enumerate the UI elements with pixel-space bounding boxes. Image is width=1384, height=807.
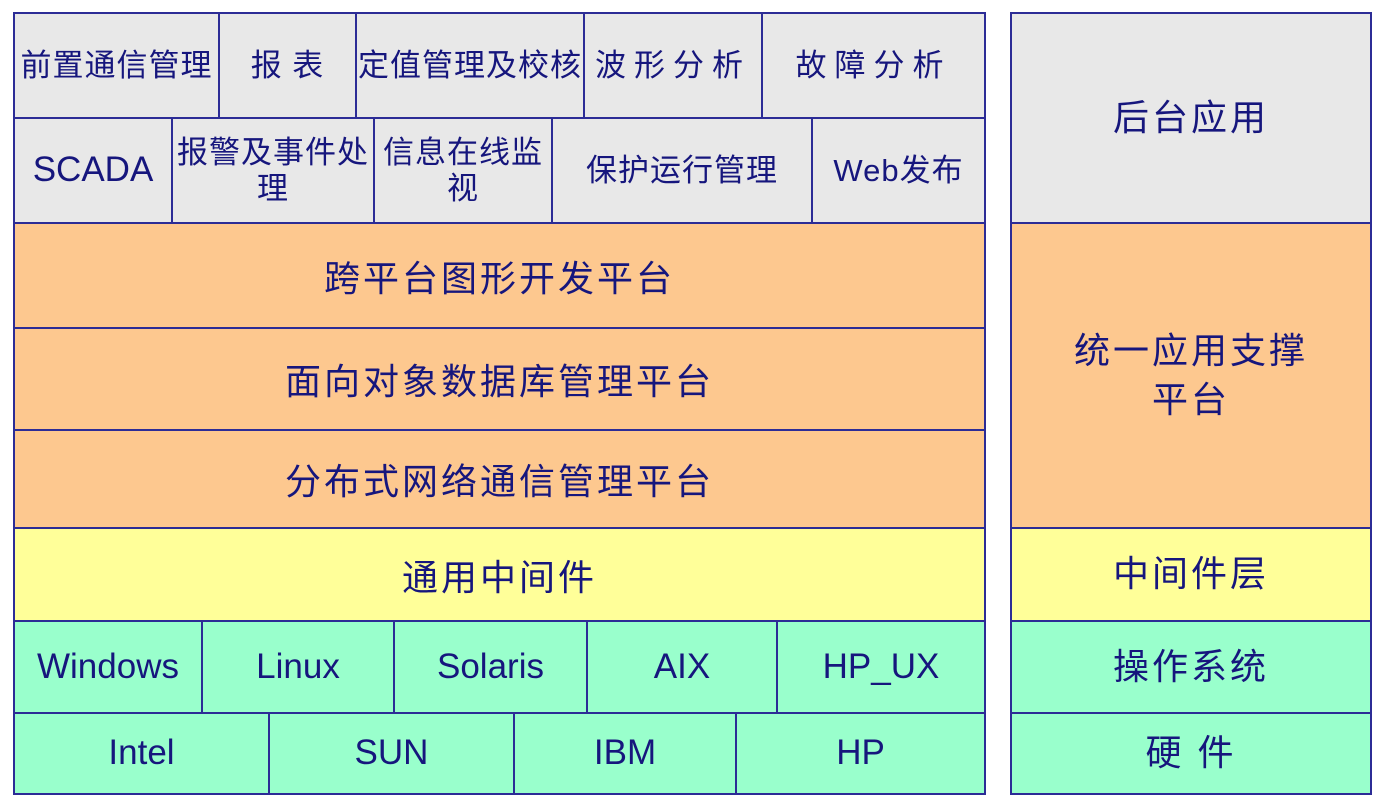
layer-general-middleware: 通用中间件 [15, 529, 984, 622]
cell-setting-mgmt-check: 定值管理及校核 [357, 14, 585, 117]
cell-aix: AIX [588, 622, 778, 712]
cell-online-info-monitoring: 信息在线监视 [375, 119, 553, 222]
os-row: Windows Linux Solaris AIX HP_UX [15, 622, 984, 714]
software-stack-panel: 前置通信管理 报 表 定值管理及校核 波形分析 故障分析 SCADA 报警及事件… [13, 12, 986, 795]
layer-legend-panel: 后台应用 统一应用支撑 平台 中间件层 操作系统 硬 件 [1010, 12, 1372, 795]
cell-front-comm-mgmt: 前置通信管理 [15, 14, 220, 117]
cell-alarm-event-processing: 报警及事件处理 [173, 119, 375, 222]
layer-distributed-network-comm: 分布式网络通信管理平台 [15, 431, 984, 529]
cell-ibm: IBM [515, 714, 737, 793]
layer-cross-platform-graphics: 跨平台图形开发平台 [15, 224, 984, 329]
cell-fault-analysis: 故障分析 [795, 47, 952, 83]
cell-linux: Linux [203, 622, 395, 712]
cell-solaris: Solaris [395, 622, 588, 712]
cell-sun: SUN [270, 714, 515, 793]
hardware-row: Intel SUN IBM HP [15, 714, 984, 793]
app-row-2: SCADA 报警及事件处理 信息在线监视 保护运行管理 Web发布 [15, 119, 984, 224]
label-backend-applications: 后台应用 [1012, 14, 1370, 224]
label-unified-app-support-platform: 统一应用支撑 平台 [1012, 224, 1370, 529]
label-middleware-layer: 中间件层 [1012, 529, 1370, 622]
layer-oo-database-mgmt: 面向对象数据库管理平台 [15, 329, 984, 431]
cell-hp-ux: HP_UX [822, 646, 940, 686]
cell-waveform-analysis: 波形分析 [585, 14, 763, 117]
label-hardware: 硬 件 [1012, 714, 1370, 793]
app-row-1: 前置通信管理 报 表 定值管理及校核 波形分析 故障分析 [15, 14, 984, 119]
cell-web-publish: Web发布 [833, 152, 964, 188]
label-operating-system: 操作系统 [1012, 622, 1370, 714]
cell-protection-operation-mgmt: 保护运行管理 [553, 119, 813, 222]
cell-intel: Intel [15, 714, 270, 793]
cell-scada: SCADA [15, 119, 173, 222]
cell-windows: Windows [15, 622, 203, 712]
cell-report: 报 表 [220, 14, 357, 117]
cell-hp: HP [836, 733, 885, 773]
